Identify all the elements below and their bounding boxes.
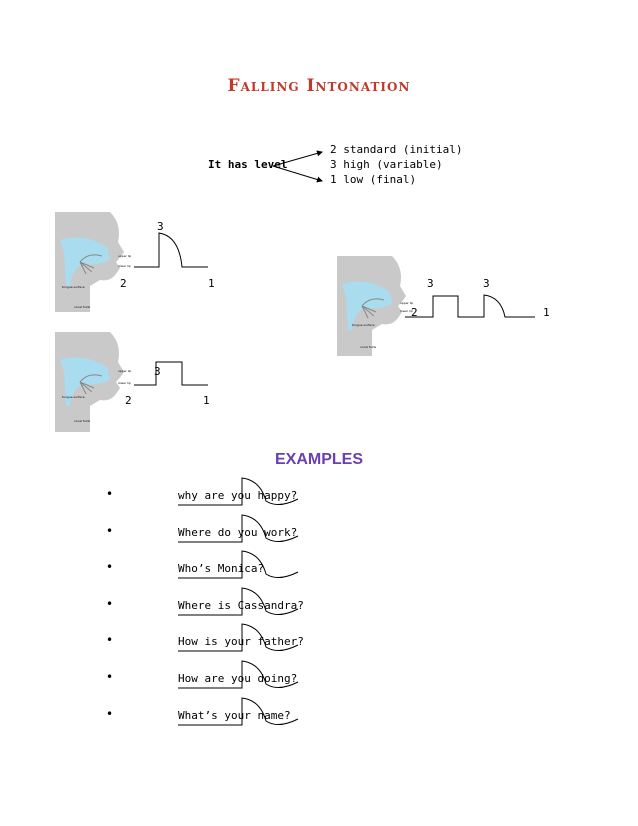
intonation-curve [178,697,299,726]
example-sentence: Where is Cassandra? [178,599,304,612]
level-number: 1 [543,306,550,319]
svg-text:upper lip: upper lip [400,301,413,305]
bullet: • [106,670,114,684]
example-sentence: why are you happy? [178,489,298,502]
svg-text:lower lip: lower lip [118,381,131,385]
level-number: 1 [203,394,210,407]
svg-text:lower lip: lower lip [118,264,131,268]
bullet: • [106,524,114,538]
page-title: Falling Intonation [227,76,411,96]
level-number: 3 [154,365,161,378]
intonation-contour-2 [134,361,208,386]
levels-label: It has level [208,158,288,171]
intonation-curve [178,550,299,579]
example-sentence: Where do you work? [178,526,298,539]
bullet: • [106,487,114,501]
example-sentence: How are you doing? [178,672,298,685]
level-low: 1 low (final) [330,173,417,186]
example-sentence: How is your father? [178,635,304,648]
svg-text:upper lip: upper lip [118,254,131,258]
intonation-contour-3 [405,294,535,318]
svg-text:tongue surface: tongue surface [62,395,85,399]
bullet: • [106,560,114,574]
example-sentence: Who’s Monica? [178,562,265,575]
level-number: 1 [208,277,215,290]
intonation-contour-1 [134,232,208,268]
intonation-curve [178,587,299,616]
svg-text:lower lip: lower lip [400,309,413,313]
level-number: 2 [125,394,132,407]
svg-text:vocal folds: vocal folds [74,305,91,309]
head-illustration-3: upper lip lower lip tongue surface vocal… [337,256,413,356]
bullet: • [106,633,114,647]
intonation-curve [178,660,299,689]
level-number: 2 [120,277,127,290]
bullet: • [106,707,114,721]
head-illustration-1: upper lip lower lip tongue surface vocal… [55,212,131,312]
examples-heading: EXAMPLES [274,451,363,468]
level-number: 3 [157,220,164,233]
svg-text:vocal folds: vocal folds [360,345,377,349]
level-number: 2 [411,306,418,319]
level-standard: 2 standard (initial) [330,143,463,156]
bullet: • [106,597,114,611]
svg-text:tongue surface: tongue surface [352,323,375,327]
svg-text:upper lip: upper lip [118,369,131,373]
level-number: 3 [427,277,434,290]
level-number: 3 [483,277,490,290]
svg-text:vocal folds: vocal folds [74,419,91,423]
intonation-curve [178,623,299,652]
svg-text:tongue surface: tongue surface [62,285,85,289]
intonation-curve [178,514,299,543]
head-illustration-2: upper lip lower lip tongue surface vocal… [55,332,131,432]
level-high: 3 high (variable) [330,158,443,171]
intonation-curve [178,477,299,506]
